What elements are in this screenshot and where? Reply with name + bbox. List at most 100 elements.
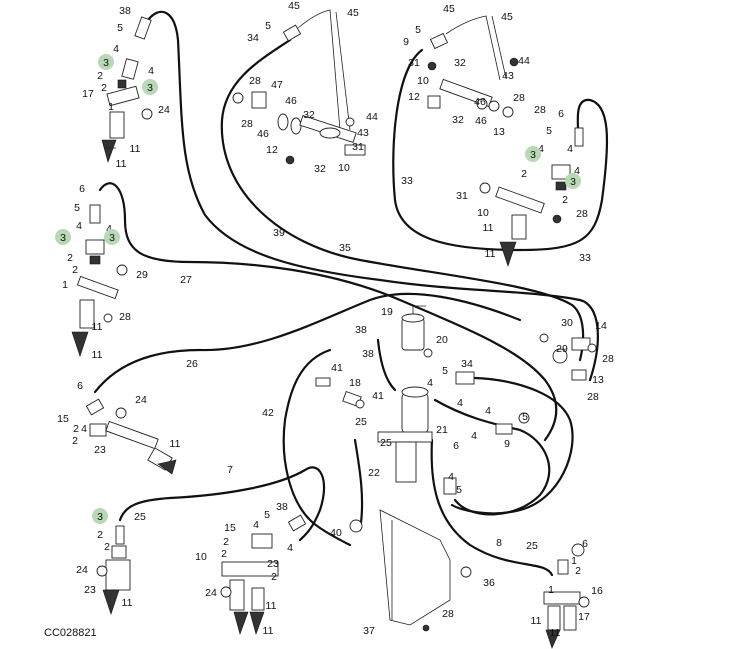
callout-label: 24: [205, 587, 217, 599]
callout-label: 4: [81, 423, 87, 435]
callout-label: 38: [362, 348, 374, 360]
callout-label: 11: [485, 248, 496, 260]
callout-label: 2: [97, 70, 103, 82]
callout-label: 10: [477, 207, 489, 219]
callout-label: 4: [448, 471, 454, 483]
callout-label: 5: [117, 22, 123, 34]
callout-label: 32: [452, 114, 464, 126]
hose-38-feed: [376, 338, 397, 392]
callout-label: 11: [263, 625, 274, 637]
callout-label: 19: [381, 306, 393, 318]
callout-label: 20: [436, 334, 448, 346]
callout-label: 3: [109, 232, 115, 244]
hose-lines: [93, 10, 609, 577]
hose-8: [430, 438, 554, 577]
callout-label: 40: [330, 527, 342, 539]
callout-label: 16: [591, 585, 603, 597]
callout-label: 37: [363, 625, 375, 637]
nozzle-assembly-top-right: [427, 15, 519, 118]
callout-label: 13: [592, 374, 604, 386]
callout-label: 6: [79, 183, 85, 195]
callout-label: 32: [454, 57, 466, 69]
callout-label: 5: [522, 411, 528, 423]
callout-label: 4: [76, 220, 82, 232]
callout-label: 41: [331, 362, 343, 374]
callout-label: 47: [271, 79, 283, 91]
callout-label: 46: [285, 95, 297, 107]
callout-label: 39: [273, 227, 285, 239]
callout-label: 2: [72, 435, 78, 447]
callout-label: 11: [266, 600, 277, 612]
callout-label: 11: [122, 597, 133, 609]
callout-label: 33: [579, 252, 591, 264]
callout-label: 4: [427, 377, 433, 389]
callout-label: 4: [148, 65, 154, 77]
callout-label: 2: [521, 168, 527, 180]
callout-label: 46: [474, 96, 486, 108]
callout-label: 28: [587, 391, 599, 403]
nozzle-assembly-mid-left: [71, 204, 128, 357]
nozzle-assembly-top-left: [101, 16, 153, 163]
callout-highlight: [98, 54, 114, 70]
hose-35: [220, 38, 585, 362]
callout-label: 25: [355, 416, 367, 428]
callout-label: 23: [94, 444, 106, 456]
callout-label: 2: [101, 82, 107, 94]
callout-label: 3: [147, 82, 153, 94]
callout-label: 5: [265, 20, 271, 32]
callout-label: 25: [380, 437, 392, 449]
callout-label: 38: [119, 5, 131, 17]
callout-label: 2: [271, 571, 277, 583]
callout-label: 11: [92, 349, 103, 361]
callout-label: 34: [247, 32, 259, 44]
hose-right-loop: [450, 376, 574, 515]
callout-label: 31: [456, 190, 468, 202]
hose-27: [146, 10, 599, 382]
callout-label: 2: [104, 541, 110, 553]
callout-label: 2: [72, 264, 78, 276]
callout-label: 34: [461, 358, 473, 370]
callout-label: 45: [443, 3, 455, 15]
callout-label: 4: [471, 430, 477, 442]
callout-label: 28: [241, 118, 253, 130]
callout-label: 31: [408, 57, 420, 69]
hose-main-down: [353, 438, 364, 532]
callout-label: 2: [73, 423, 79, 435]
callout-label: 28: [602, 353, 614, 365]
callout-label: 36: [483, 577, 495, 589]
nozzle-assembly-bottom-left: [96, 525, 131, 615]
callout-label: 3: [97, 511, 103, 523]
hose-33: [392, 48, 609, 252]
callout-label: 41: [372, 390, 384, 402]
callout-label: 12: [266, 144, 278, 156]
callout-label: 45: [347, 7, 359, 19]
callout-label: 2: [97, 529, 103, 541]
callout-label: 46: [257, 128, 269, 140]
callout-label: 4: [106, 223, 112, 235]
callout-label: 29: [556, 343, 568, 355]
callout-label: 5: [456, 484, 462, 496]
callout-label: 6: [453, 440, 459, 452]
callout-label: 38: [355, 324, 367, 336]
callout-highlight: [92, 508, 108, 524]
callout-label: 33: [401, 175, 413, 187]
callout-label: 5: [74, 202, 80, 214]
callout-label: 8: [496, 537, 502, 549]
callout-highlight: [142, 79, 158, 95]
callout-label: 3: [103, 57, 109, 69]
callout-label: 4: [485, 405, 491, 417]
callout-label: 15: [57, 413, 69, 425]
callout-label: 28: [534, 104, 546, 116]
callout-label: 28: [442, 608, 454, 620]
callout-label: 21: [436, 424, 448, 436]
callout-label: 42: [262, 407, 274, 419]
nozzle-assembly-bottom-center: [220, 514, 307, 635]
callout-label: 4: [538, 143, 544, 155]
callout-label: 23: [84, 584, 96, 596]
callout-label: 3: [570, 176, 576, 188]
callout-label: 11: [170, 438, 181, 450]
callout-label: 10: [195, 551, 207, 563]
callout-label: 25: [526, 540, 538, 552]
